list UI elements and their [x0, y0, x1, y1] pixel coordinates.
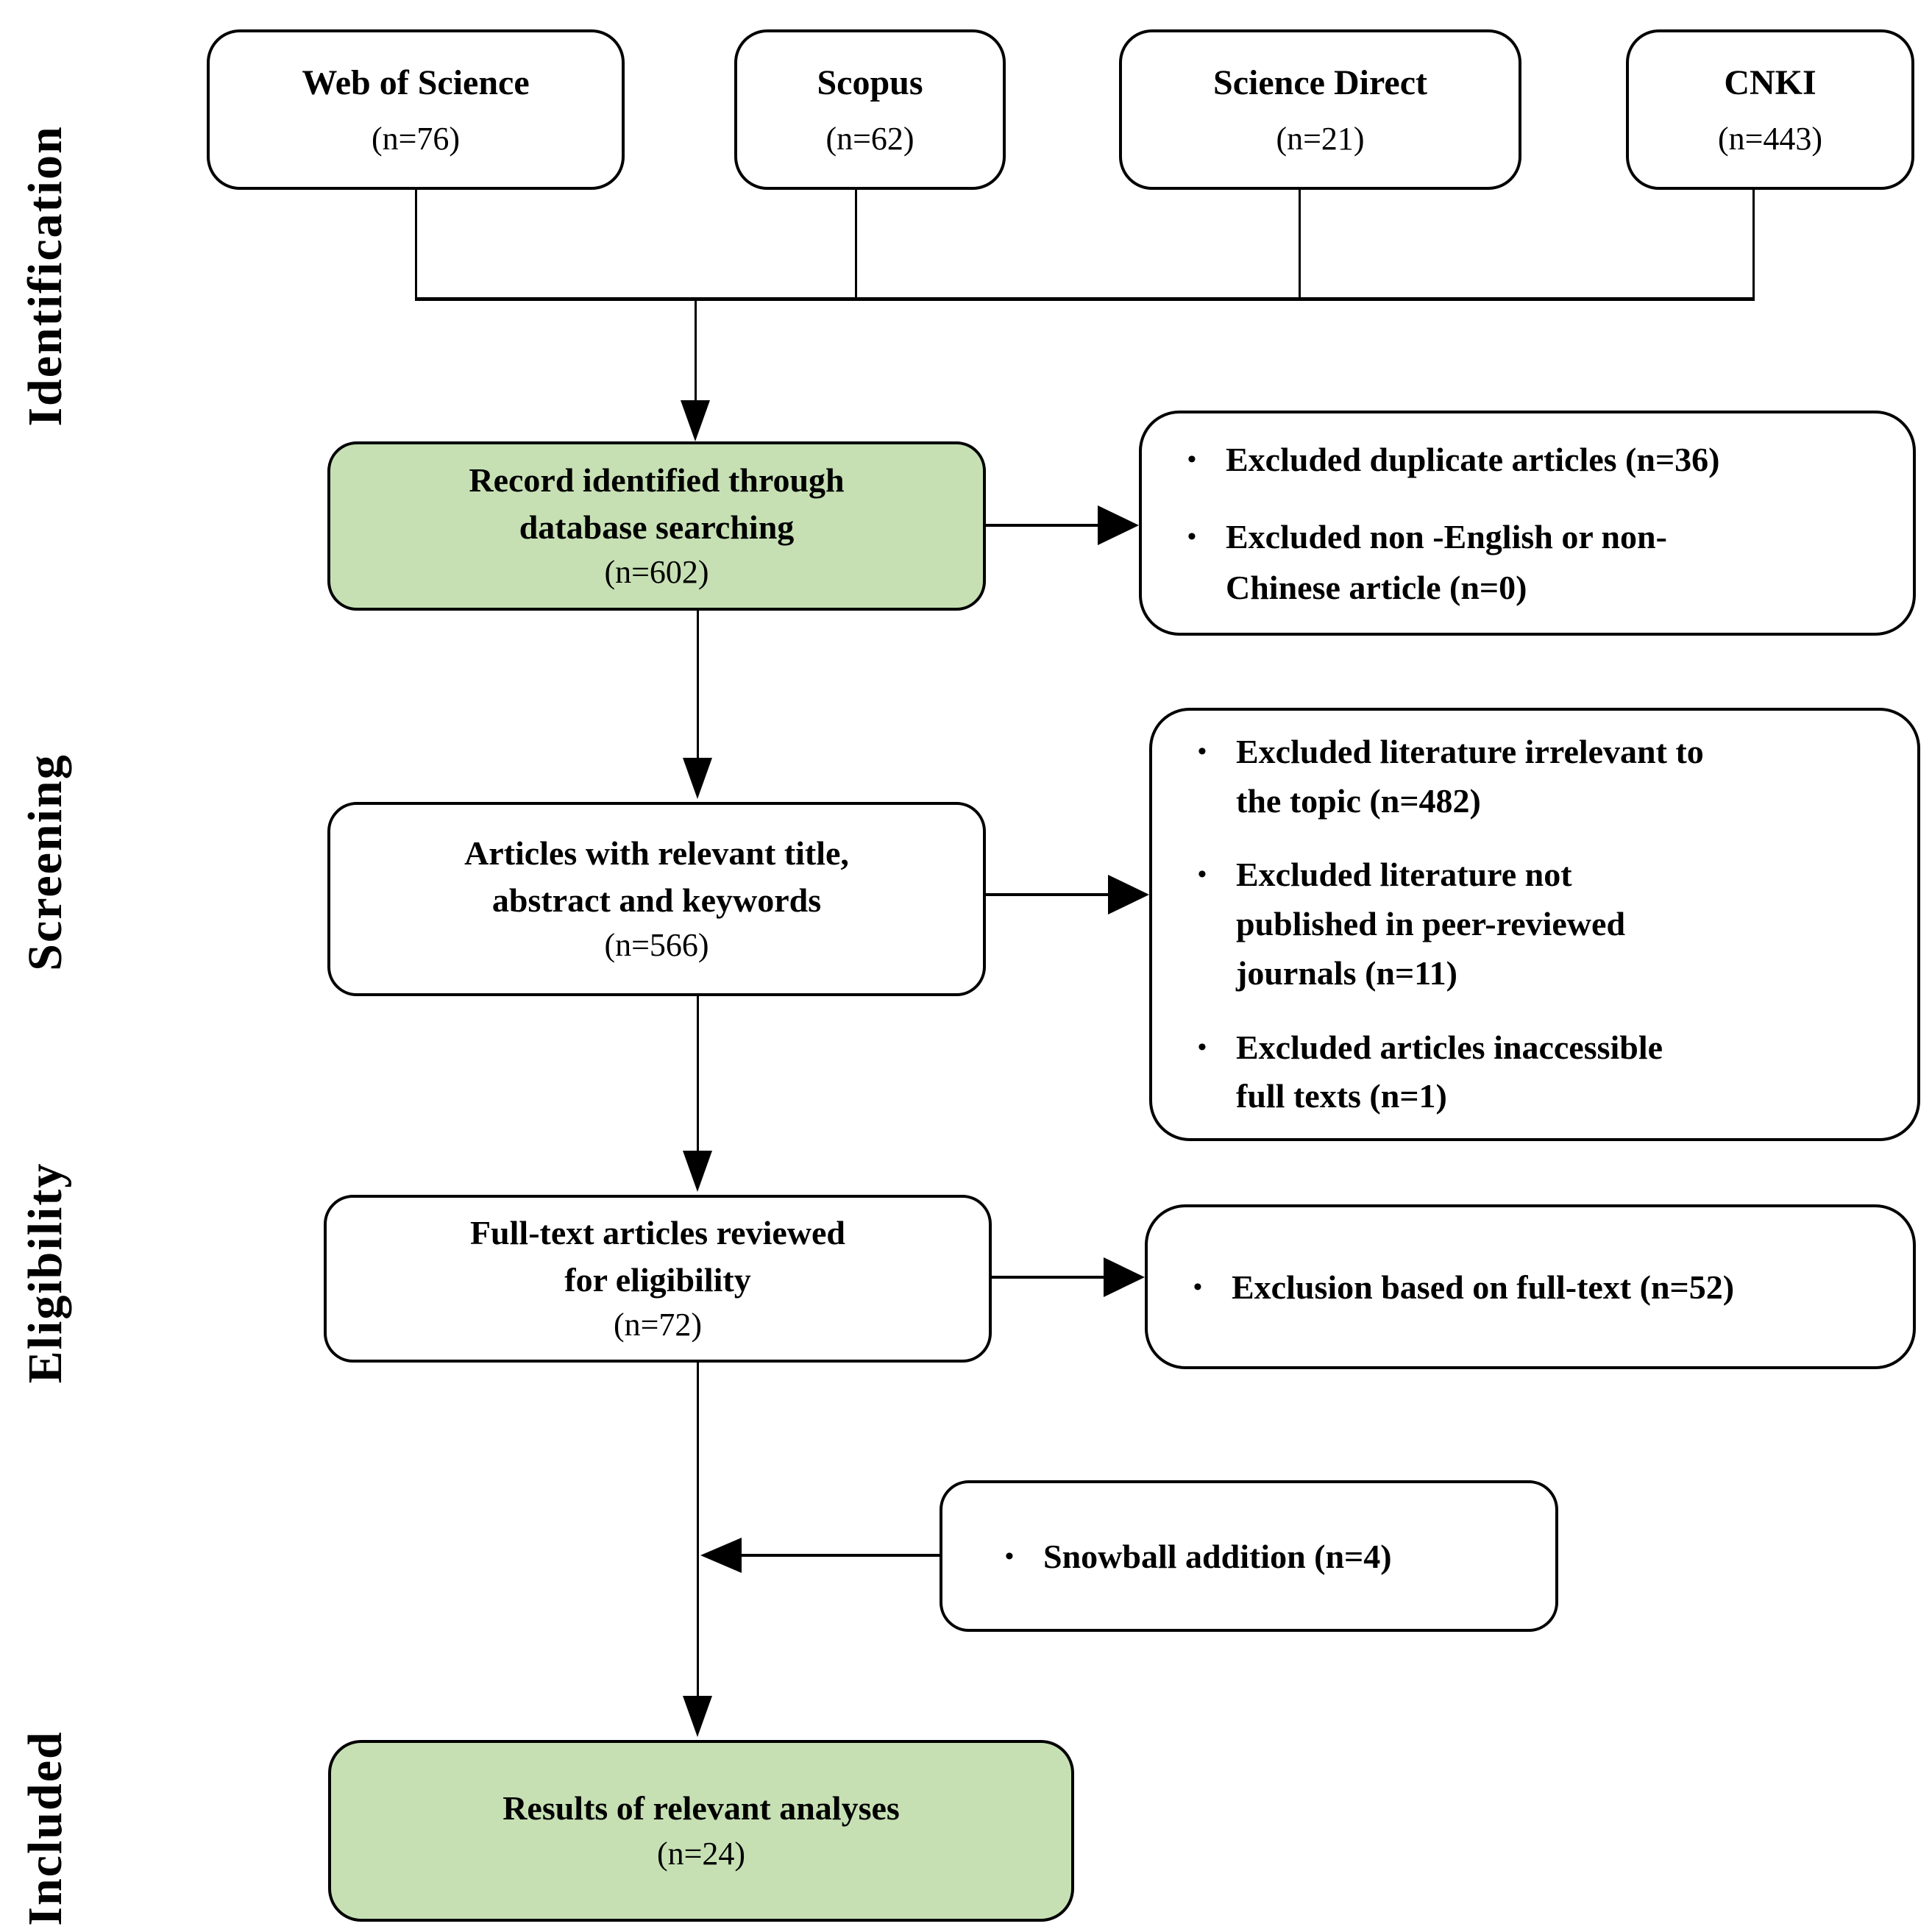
source-box-web-of-science: Web of Science (n=76): [207, 29, 625, 190]
source-count: (n=443): [1717, 120, 1823, 157]
source-name: CNKI: [1724, 63, 1816, 102]
connector-main-4: [697, 1363, 699, 1697]
box-count: (n=72): [613, 1307, 703, 1343]
exclusion-box-screening: • Excluded literature irrelevant to the …: [1149, 708, 1920, 1141]
arrowhead-down-3: [683, 1151, 712, 1192]
included-results-box: Results of relevant analyses (n=24): [328, 1740, 1074, 1922]
arrowhead-right-3: [1104, 1257, 1145, 1297]
exclusion-line: Excluded duplicate articles (n=36): [1226, 440, 1720, 478]
eligibility-fulltext-box: Full-text articles reviewed for eligibil…: [324, 1195, 992, 1363]
exclusion-item: • Excluded articles inaccessible full te…: [1198, 1023, 1663, 1121]
exclusion-item: • Excluded duplicate articles (n=36): [1187, 434, 1719, 485]
source-count: (n=21): [1276, 120, 1365, 157]
source-box-science-direct: Science Direct (n=21): [1119, 29, 1521, 190]
stage-label-identification: Identification: [18, 125, 72, 427]
exclusion-text: Excluded non -English or non- Chinese ar…: [1226, 511, 1667, 613]
arrowhead-down-1: [681, 400, 710, 441]
connector-main-3: [697, 996, 699, 1152]
stage-label-screening: Screening: [18, 753, 72, 971]
source-count: (n=76): [371, 120, 461, 157]
exclusion-item: • Excluded literature irrelevant to the …: [1198, 728, 1704, 825]
arrowhead-right-1: [1098, 505, 1139, 545]
connector-cnki-down: [1752, 188, 1755, 299]
snowball-addition-box: • Snowball addition (n=4): [940, 1480, 1558, 1632]
arrowhead-down-4: [683, 1696, 712, 1737]
exclusion-line: Exclusion based on full-text (n=52): [1232, 1268, 1735, 1306]
screening-articles-box: Articles with relevant title, abstract a…: [327, 802, 986, 996]
records-identified-box: Record identified through database searc…: [327, 441, 986, 611]
exclusion-text: Excluded literature not published in pee…: [1236, 850, 1625, 998]
exclusion-text: Exclusion based on full-text (n=52): [1232, 1262, 1734, 1313]
connector-main-1: [695, 299, 697, 402]
box-line: Full-text articles reviewed: [469, 1214, 846, 1252]
source-name: Web of Science: [302, 63, 530, 102]
exclusion-item: • Excluded non -English or non- Chinese …: [1187, 511, 1667, 613]
source-name: Science Direct: [1213, 63, 1427, 102]
box-line: for eligibility: [564, 1260, 751, 1299]
connector-exclusion-3: [990, 1276, 1105, 1279]
snowball-text: Snowball addition (n=4): [1043, 1531, 1392, 1582]
box-line: Results of relevant analyses: [502, 1789, 900, 1828]
exclusion-text: Excluded literature irrelevant to the to…: [1236, 728, 1704, 825]
connector-exclusion-1: [985, 524, 1100, 527]
box-count: (n=24): [656, 1835, 746, 1872]
bullet-marker: •: [1005, 1542, 1014, 1570]
exclusion-box-eligibility: • Exclusion based on full-text (n=52): [1145, 1204, 1916, 1369]
exclusion-line: Excluded literature irrelevant to: [1236, 733, 1704, 771]
exclusion-item: • Excluded literature not published in p…: [1198, 850, 1625, 998]
connector-wos-down: [415, 188, 417, 299]
connector-main-2: [697, 611, 699, 759]
exclusion-line: Excluded non -English or non-: [1226, 517, 1667, 555]
exclusion-line: Excluded literature not: [1236, 856, 1572, 894]
box-line: abstract and keywords: [491, 881, 822, 919]
snowball-line: Snowball addition (n=4): [1043, 1537, 1392, 1575]
source-count: (n=62): [825, 120, 914, 157]
bullet-marker: •: [1193, 1273, 1202, 1301]
stage-label-eligibility: Eligibility: [18, 1162, 72, 1384]
arrowhead-down-2: [683, 758, 712, 799]
exclusion-text: Excluded duplicate articles (n=36): [1226, 434, 1719, 485]
source-box-scopus: Scopus (n=62): [734, 29, 1006, 190]
connector-snowball: [740, 1554, 940, 1557]
box-line: database searching: [519, 508, 795, 546]
exclusion-line: Chinese article (n=0): [1226, 568, 1527, 606]
source-name: Scopus: [817, 63, 923, 102]
bullet-marker: •: [1198, 1033, 1207, 1061]
box-count: (n=602): [604, 554, 709, 591]
stage-label-included: Included: [18, 1730, 72, 1926]
connector-scopus-down: [855, 188, 857, 299]
exclusion-item: • Exclusion based on full-text (n=52): [1193, 1262, 1734, 1313]
exclusion-line: the topic (n=482): [1236, 781, 1481, 820]
connector-exclusion-2: [985, 893, 1110, 896]
exclusion-box-identification: • Excluded duplicate articles (n=36) • E…: [1139, 411, 1916, 636]
box-count: (n=566): [604, 927, 709, 964]
bullet-marker: •: [1187, 445, 1196, 473]
connector-science-direct-down: [1299, 188, 1301, 299]
exclusion-line: journals (n=11): [1236, 953, 1457, 992]
bullet-marker: •: [1198, 738, 1207, 766]
source-box-cnki: CNKI (n=443): [1626, 29, 1914, 190]
exclusion-line: full texts (n=1): [1236, 1077, 1447, 1115]
arrowhead-left-snowball: [700, 1538, 742, 1573]
exclusion-line: Excluded articles inaccessible: [1236, 1028, 1663, 1066]
exclusion-line: published in peer-reviewed: [1236, 905, 1626, 943]
box-line: Articles with relevant title,: [464, 834, 849, 873]
bullet-marker: •: [1187, 522, 1196, 550]
exclusion-text: Excluded articles inaccessible full text…: [1236, 1023, 1663, 1121]
connector-collector-horizontal: [415, 297, 1755, 301]
box-line: Record identified through: [469, 461, 845, 500]
snowball-item: • Snowball addition (n=4): [1005, 1531, 1392, 1582]
arrowhead-right-2: [1108, 875, 1149, 914]
bullet-marker: •: [1198, 861, 1207, 889]
